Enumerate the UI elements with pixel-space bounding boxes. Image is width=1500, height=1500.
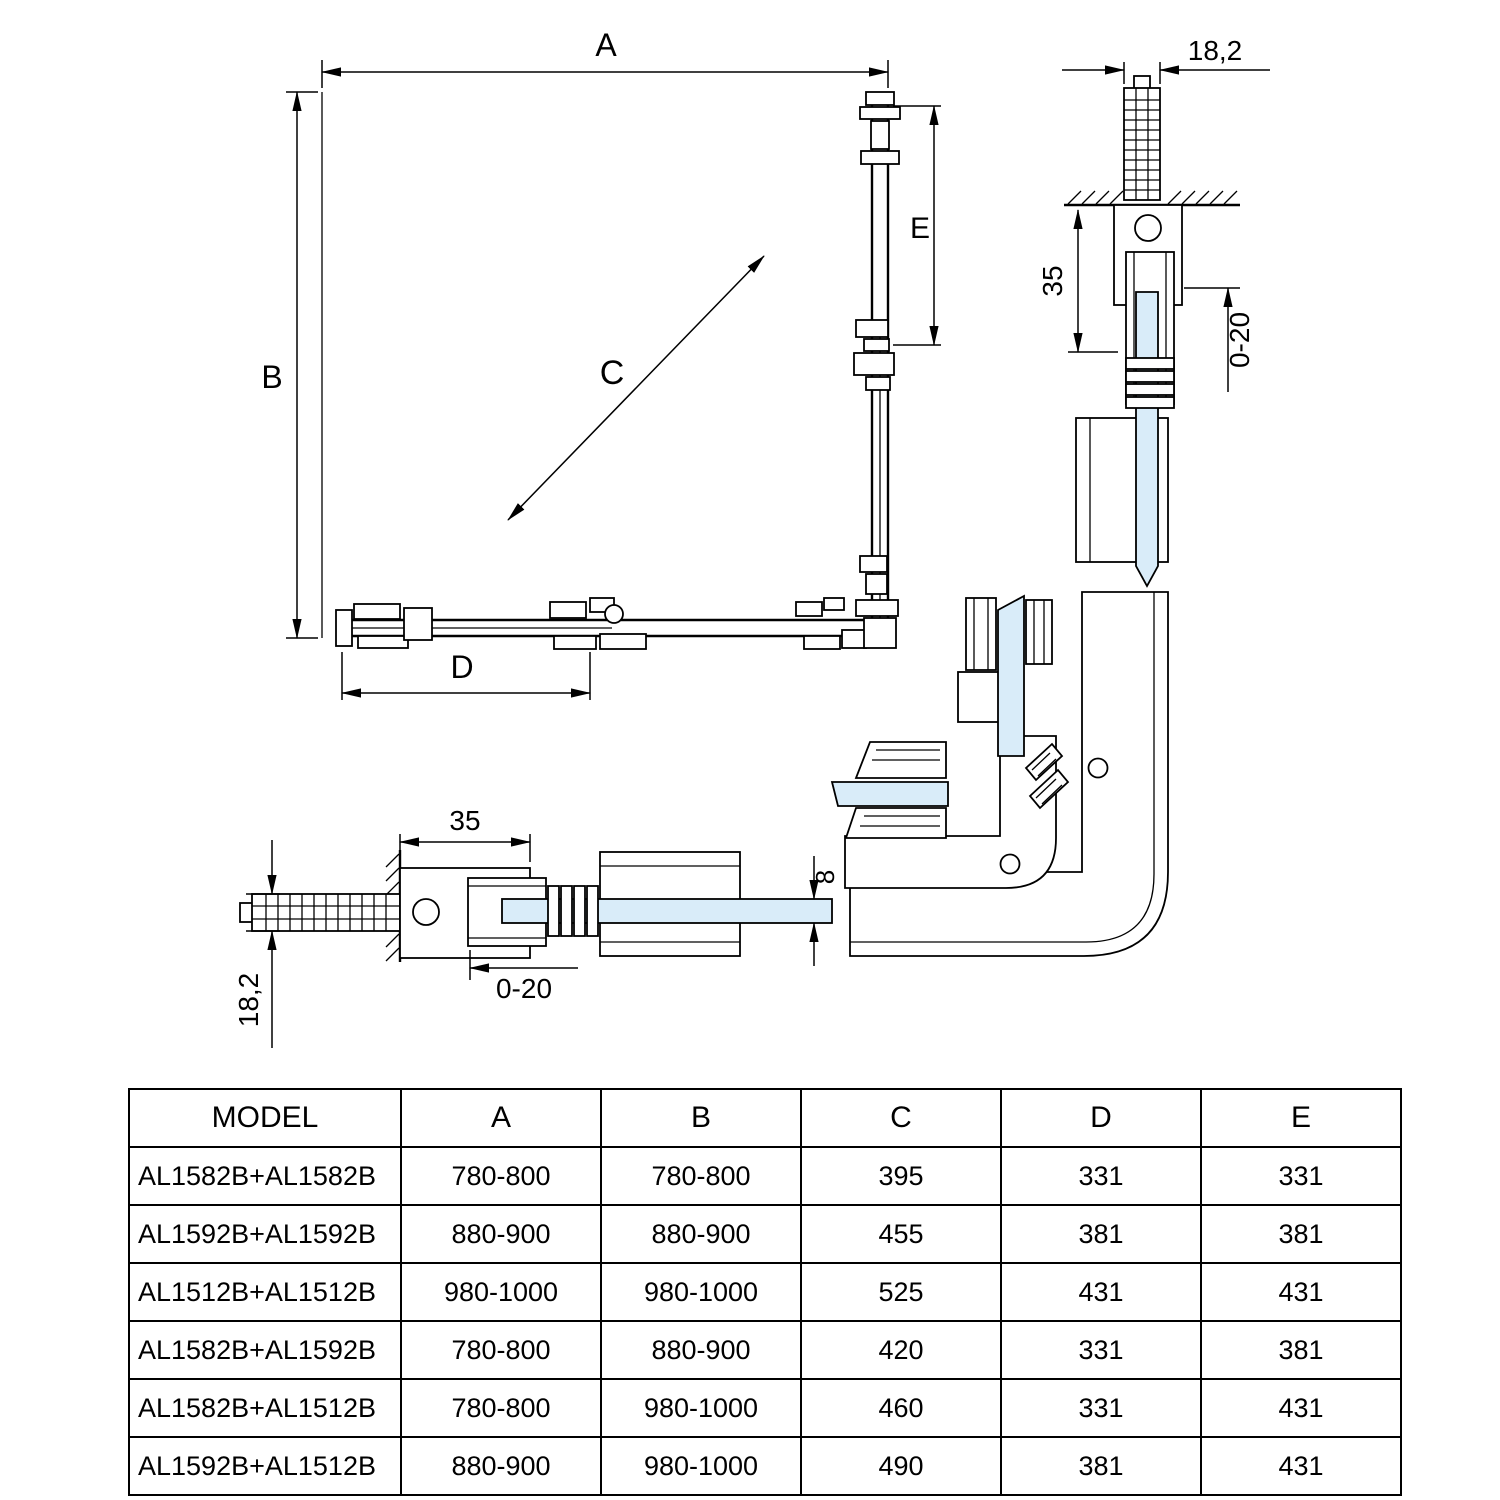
value-cell: 331 xyxy=(1000,1378,1202,1438)
table-row: AL1512B+AL1512B 980-1000 980-1000 525 43… xyxy=(128,1262,1402,1322)
value-cell: 980-1000 xyxy=(600,1262,802,1322)
value-cell: 381 xyxy=(1000,1436,1202,1496)
table-row: AL1582B+AL1582B 780-800 780-800 395 331 … xyxy=(128,1146,1402,1206)
dim-35-bottom: 35 xyxy=(399,805,531,862)
model-cell: AL1582B+AL1582B xyxy=(128,1146,402,1206)
wall-plug-icon xyxy=(1123,75,1161,201)
dimensions-table: MODEL A B C D E AL1582B+AL1582B 780-800 … xyxy=(128,1088,1402,1496)
dim-a-label: A xyxy=(595,27,617,63)
corner-screw-icon xyxy=(999,853,1021,875)
plan-view: A B E D C xyxy=(261,27,941,700)
model-cell: AL1592B+AL1512B xyxy=(128,1436,402,1496)
plan-bottom-panel xyxy=(335,597,899,650)
glass-panel xyxy=(1135,291,1159,588)
value-cell: 980-1000 xyxy=(600,1378,802,1438)
value-cell: 381 xyxy=(1000,1204,1202,1264)
dim-b-label: B xyxy=(261,359,282,395)
header-b: B xyxy=(600,1088,802,1148)
dim-adjust-label: 0-20 xyxy=(496,973,552,1004)
dimension-d: D xyxy=(341,649,591,700)
value-cell: 455 xyxy=(800,1204,1002,1264)
dim-width-label: 18,2 xyxy=(1188,35,1243,66)
glass-panel-vertical xyxy=(997,594,1025,757)
table-header-row: MODEL A B C D E xyxy=(128,1088,1402,1148)
model-cell: AL1582B+AL1592B xyxy=(128,1320,402,1380)
value-cell: 331 xyxy=(1000,1146,1202,1206)
dim-0-20-bottom: 0-20 xyxy=(469,950,578,1004)
value-cell: 431 xyxy=(1000,1262,1202,1322)
value-cell: 381 xyxy=(1200,1320,1402,1380)
table-row: AL1582B+AL1592B 780-800 880-900 420 331 … xyxy=(128,1320,1402,1380)
value-cell: 525 xyxy=(800,1262,1002,1322)
dim-depth-label: 35 xyxy=(1037,265,1068,296)
value-cell: 490 xyxy=(800,1436,1002,1496)
value-cell: 780-800 xyxy=(600,1146,802,1206)
dim-e-label: E xyxy=(910,212,930,245)
value-cell: 460 xyxy=(800,1378,1002,1438)
value-cell: 980-1000 xyxy=(600,1436,802,1496)
value-cell: 880-900 xyxy=(400,1436,602,1496)
corner-screw-icon xyxy=(1087,757,1109,779)
corner-inner-profile xyxy=(844,735,1057,889)
wall-profile-bottom-body xyxy=(399,851,833,959)
dim-d-label: D xyxy=(450,649,473,685)
wall-profile-section-top: 18,2 xyxy=(1037,35,1270,588)
dim-0-20-top: 0-20 xyxy=(1184,287,1255,392)
dimension-b: B xyxy=(261,91,318,639)
value-cell: 780-800 xyxy=(400,1378,602,1438)
dimension-c: C xyxy=(507,255,765,521)
model-cell: AL1582B+AL1512B xyxy=(128,1378,402,1438)
value-cell: 431 xyxy=(1200,1378,1402,1438)
dimension-a: A xyxy=(321,27,889,88)
dim-depth-label: 35 xyxy=(449,805,480,836)
dim-width-label: 18,2 xyxy=(233,973,264,1028)
value-cell: 331 xyxy=(1000,1320,1202,1380)
dim-8-glass: 8 xyxy=(809,856,840,966)
value-cell: 980-1000 xyxy=(400,1262,602,1322)
model-cell: AL1512B+AL1512B xyxy=(128,1262,402,1322)
value-cell: 880-900 xyxy=(600,1204,802,1264)
table-row: AL1582B+AL1512B 780-800 980-1000 460 331… xyxy=(128,1378,1402,1438)
value-cell: 780-800 xyxy=(400,1320,602,1380)
dimension-e: E xyxy=(893,105,941,346)
header-a: A xyxy=(400,1088,602,1148)
dim-adjust-label: 0-20 xyxy=(1224,312,1255,368)
value-cell: 431 xyxy=(1200,1436,1402,1496)
corner-joint-detail xyxy=(830,591,1169,957)
table-row: AL1592B+AL1512B 880-900 980-1000 490 381… xyxy=(128,1436,1402,1496)
value-cell: 431 xyxy=(1200,1262,1402,1322)
value-cell: 381 xyxy=(1200,1204,1402,1264)
header-d: D xyxy=(1000,1088,1202,1148)
header-e: E xyxy=(1200,1088,1402,1148)
value-cell: 395 xyxy=(800,1146,1002,1206)
corner-outer-cover xyxy=(849,591,1169,957)
dim-glass-label: 8 xyxy=(810,870,840,884)
wall-profile-section-bottom: 35 xyxy=(233,805,840,1048)
dim-35-top: 35 xyxy=(1037,209,1118,353)
value-cell: 880-900 xyxy=(400,1204,602,1264)
technical-drawing: A B E D C xyxy=(233,27,1270,1048)
model-cell: AL1592B+AL1592B xyxy=(128,1204,402,1264)
table-row: AL1592B+AL1592B 880-900 880-900 455 381 … xyxy=(128,1204,1402,1264)
value-cell: 420 xyxy=(800,1320,1002,1380)
header-c: C xyxy=(800,1088,1002,1148)
dim-18-2-bottom: 18,2 xyxy=(233,840,280,1048)
dim-c-label: C xyxy=(600,354,625,392)
glass-panel-horizontal xyxy=(830,781,949,807)
value-cell: 880-900 xyxy=(600,1320,802,1380)
value-cell: 331 xyxy=(1200,1146,1402,1206)
value-cell: 780-800 xyxy=(400,1146,602,1206)
header-model: MODEL xyxy=(128,1088,402,1148)
dim-18-2-top: 18,2 xyxy=(1062,35,1270,84)
plan-right-panel xyxy=(853,91,901,636)
wall-profile-top-body xyxy=(1075,204,1183,588)
wall-plug-icon xyxy=(239,893,401,932)
